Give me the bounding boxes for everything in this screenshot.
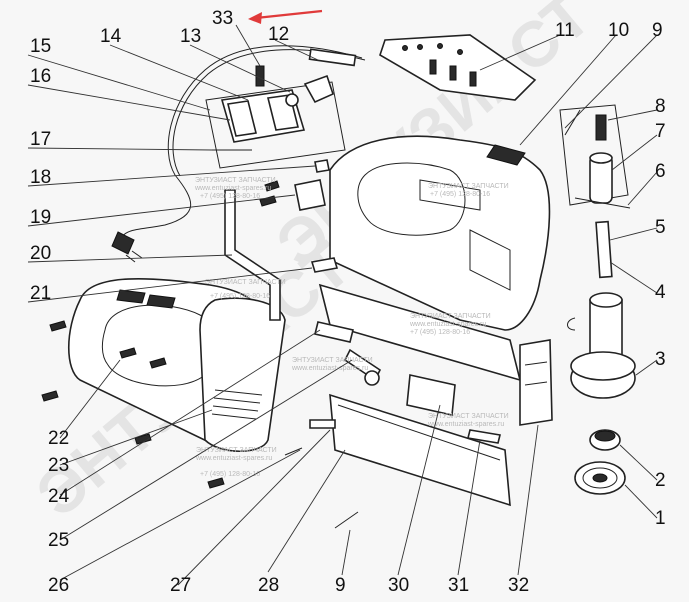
solenoid-parts — [559, 104, 631, 279]
callout-25: 25 — [48, 530, 69, 551]
bracket-parts — [224, 159, 339, 321]
callout-15: 15 — [30, 36, 51, 57]
callout-31: 31 — [448, 575, 469, 596]
callout-20: 20 — [30, 243, 51, 264]
callout-9-top: 9 — [652, 20, 663, 41]
callout-2: 2 — [655, 470, 666, 491]
callout-10: 10 — [608, 20, 629, 41]
watermark-company-6: ЭНТУЗИАСТ ЗАПЧАСТИ — [428, 413, 509, 420]
adjust-knob — [589, 429, 621, 451]
watermark-captions: ЭНТУЗИАСТ ЗАПЧАСТИ www.entuziast-spares.… — [194, 177, 509, 478]
callout-11: 11 — [555, 20, 575, 41]
callout-1: 1 — [655, 508, 666, 529]
watermark-company-2: ЭНТУЗИАСТ ЗАПЧАСТИ — [428, 183, 509, 190]
watermark-company-1: ЭНТУЗИАСТ ЗАПЧАСТИ — [195, 177, 276, 184]
watermark-phone-2: +7 (495) 128-80-16 — [430, 191, 490, 198]
staple-magazine — [318, 283, 553, 507]
watermark-site-5: www.entuziast-spares.ru — [291, 365, 368, 372]
spiral-washer — [574, 461, 626, 495]
callout-5: 5 — [655, 217, 666, 238]
circuit-board — [379, 34, 537, 101]
callout-27: 27 — [170, 575, 191, 596]
watermark-site-1: www.entuziast-spares.ru — [194, 185, 271, 192]
callout-8: 8 — [655, 96, 666, 117]
callout-30: 30 — [388, 575, 409, 596]
housing-half — [329, 135, 551, 331]
callout-17: 17 — [30, 129, 51, 150]
watermark-site-6: www.entuziast-spares.ru — [427, 421, 504, 428]
leader-lines — [27, 24, 658, 586]
callout-18: 18 — [30, 167, 51, 188]
callout-7: 7 — [655, 121, 666, 142]
watermark-phone-1: +7 (495) 128-80-16 — [200, 193, 260, 200]
callout-12: 12 — [268, 24, 289, 45]
watermark-site-7: www.entuziast-spares.ru — [195, 455, 272, 462]
callout-32: 32 — [508, 575, 529, 596]
callout-26: 26 — [48, 575, 69, 596]
callout-14: 14 — [100, 26, 122, 47]
power-cord — [111, 45, 366, 263]
watermark-phone-3: +7 (495) 128-80-16 — [210, 293, 270, 300]
callout-13: 13 — [180, 26, 201, 47]
callout-19: 19 — [30, 207, 51, 228]
red-arrow — [248, 9, 323, 24]
callout-labels: 33 12 13 14 15 16 17 18 19 20 21 22 23 2… — [30, 8, 666, 596]
callout-9-bottom: 9 — [335, 575, 346, 596]
callout-33: 33 — [212, 8, 233, 29]
screws — [41, 180, 280, 489]
callout-23: 23 — [48, 455, 69, 476]
switch-assembly — [205, 65, 346, 169]
callout-4: 4 — [655, 282, 666, 303]
callout-16: 16 — [30, 66, 51, 87]
callout-6: 6 — [655, 161, 666, 182]
callout-21: 21 — [30, 283, 51, 304]
callout-24: 24 — [48, 486, 70, 507]
watermark-company-3: ЭНТУЗИАСТ ЗАПЧАСТИ — [205, 279, 286, 286]
callout-22: 22 — [48, 428, 69, 449]
watermark-company-7: ЭНТУЗИАСТ ЗАПЧАСТИ — [196, 447, 277, 454]
watermark-site-4: www.entuziast-spares.ru — [409, 321, 486, 328]
callout-28: 28 — [258, 575, 279, 596]
watermark-company-4: ЭНТУЗИАСТ ЗАПЧАСТИ — [410, 313, 491, 320]
coil-assembly — [567, 292, 636, 399]
watermark-phone-7: +7 (495) 128-80-16 — [200, 471, 260, 478]
watermark-phone-4: +7 (495) 128-80-16 — [410, 329, 470, 336]
trigger-linkage — [284, 321, 382, 529]
callout-3: 3 — [655, 349, 666, 370]
watermark-company-5: ЭНТУЗИАСТ ЗАПЧАСТИ — [292, 357, 373, 364]
side-cover — [199, 297, 286, 452]
